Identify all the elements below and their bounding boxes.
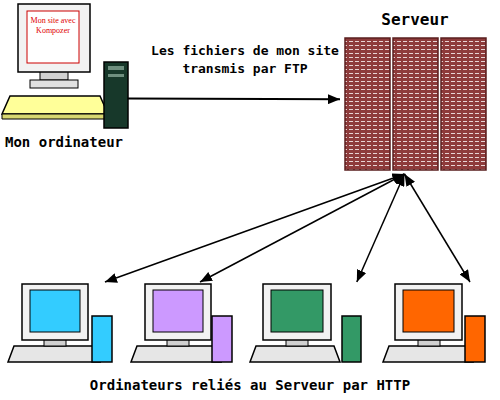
connector-arrow xyxy=(128,98,340,101)
client-computer-green xyxy=(250,284,361,362)
client-computer-cyan-part xyxy=(30,290,80,332)
screen-text: Mon site avec Kompozer xyxy=(27,16,79,36)
connector-arrow xyxy=(105,174,405,282)
client-computer-orange-part xyxy=(465,316,485,362)
client-computer-purple-part xyxy=(131,346,221,362)
my-computer-drawing-part xyxy=(2,114,108,119)
client-computer-green-part xyxy=(263,284,331,340)
my-computer-drawing-part xyxy=(104,62,128,128)
my-computer-drawing-part xyxy=(2,96,108,114)
connector-arrow xyxy=(357,174,405,282)
connector-arrow xyxy=(405,174,471,282)
computer-label: Mon ordinateur xyxy=(5,133,137,151)
client-computer-orange-part xyxy=(395,284,462,340)
group-caption: Ordinateurs reliés au Serveur par HTTP xyxy=(5,376,495,394)
my-computer-drawing-part xyxy=(108,66,124,70)
my-computer-drawing-part xyxy=(27,11,79,63)
my-computer-drawing-part xyxy=(30,80,78,88)
client-computer-purple xyxy=(131,284,232,362)
my-computer-drawing xyxy=(2,4,128,128)
client-computer-orange xyxy=(383,284,485,362)
computer-node: Mon site avec KompozerMon ordinateur xyxy=(5,4,137,154)
server-node: Serveur xyxy=(340,4,490,174)
client-computer-purple-part xyxy=(212,316,232,362)
client-computer-cyan-part xyxy=(92,316,112,362)
my-computer-drawing-part xyxy=(108,74,124,77)
client-computer-purple-part xyxy=(153,290,203,332)
client-computer-green-part xyxy=(250,346,340,362)
client-computer-purple-part xyxy=(145,284,211,340)
my-computer-drawing-part xyxy=(18,4,90,72)
client-group: Ordinateurs reliés au Serveur par HTTP xyxy=(5,282,495,398)
server-title: Serveur xyxy=(340,10,490,30)
server-racks-part xyxy=(393,38,438,170)
server-racks xyxy=(345,38,486,170)
connector-arrow xyxy=(200,174,404,282)
server-racks-part xyxy=(441,38,486,170)
client-computer-green-part xyxy=(271,290,323,332)
client-computer-orange-part xyxy=(383,346,473,362)
client-computer-cyan xyxy=(8,284,112,362)
client-computer-cyan-part xyxy=(22,284,88,340)
client-computer-green-part xyxy=(342,316,361,362)
client-computer-cyan-part xyxy=(8,346,100,362)
edge-label: Les fichiers de mon site transmis par FT… xyxy=(143,42,347,78)
server-racks-part xyxy=(345,38,390,170)
client-computer-orange-part xyxy=(403,290,454,332)
